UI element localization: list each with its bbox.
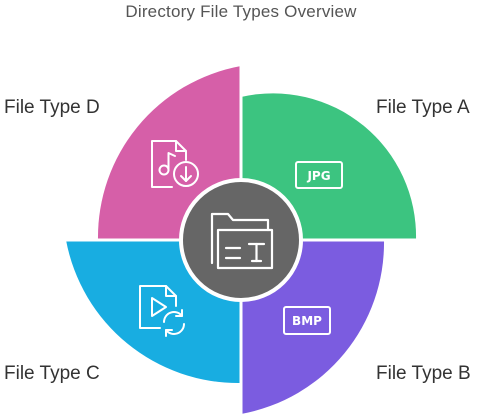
label-file-type-d: File Type D	[4, 97, 100, 118]
music-file-download-icon	[151, 140, 199, 188]
label-file-type-a: File Type A	[376, 97, 470, 118]
bmp-badge-text: BMP	[292, 314, 322, 328]
diagram-title: Directory File Types Overview	[125, 2, 357, 21]
label-file-type-c: File Type C	[4, 363, 100, 384]
bmp-badge-icon: BMP	[283, 306, 331, 335]
center-hub	[179, 178, 303, 302]
folder-text-icon	[210, 212, 274, 270]
jpg-badge-text: JPG	[306, 169, 330, 183]
jpg-badge-icon: JPG	[295, 161, 343, 189]
video-file-sync-icon	[139, 285, 185, 337]
label-file-type-b: File Type B	[376, 363, 471, 384]
